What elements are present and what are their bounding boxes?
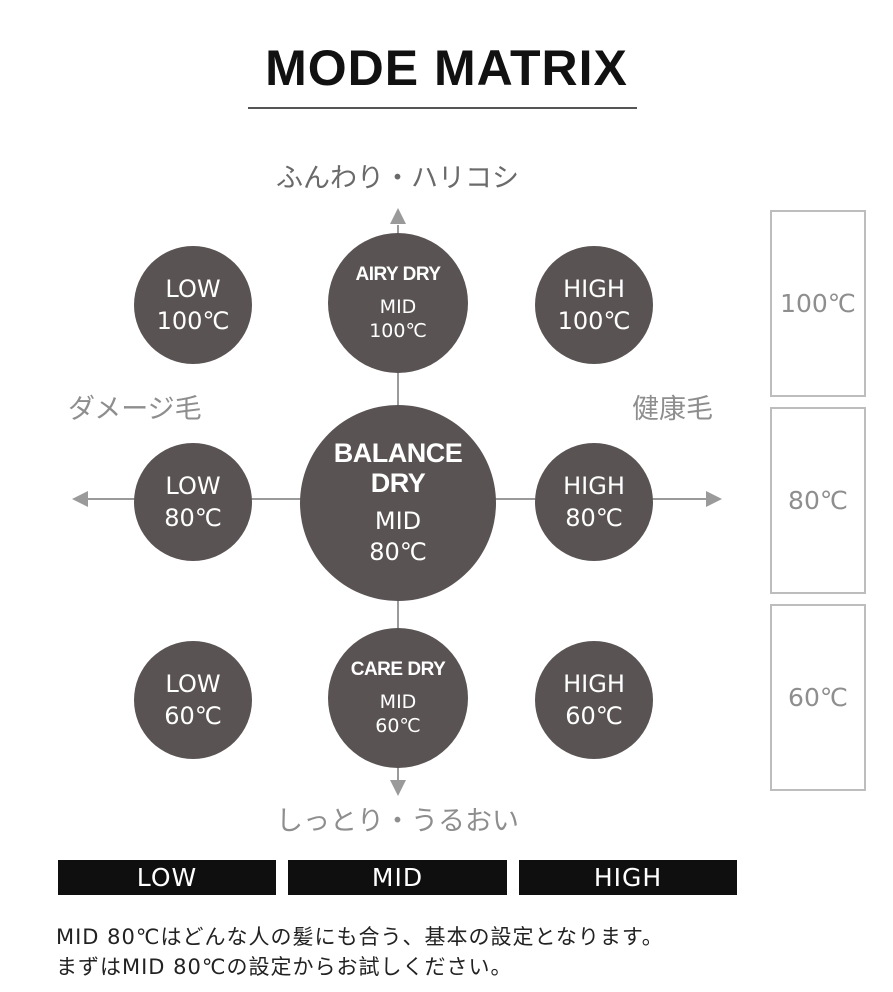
arrow-left-icon [72,491,88,507]
mode-temp: 80℃ [164,504,222,532]
mode-temp: 60℃ [164,702,222,730]
mode-high-60: HIGH 60℃ [535,641,653,759]
axis-label-top: ふんわり・ハリコシ [276,163,519,194]
mode-temp: 100℃ [369,320,427,342]
mode-level: HIGH [563,670,625,698]
mode-care-dry: CARE DRY MID 60℃ [328,628,468,768]
note-line-1: MID 80℃はどんな人の髪にも合う、基本の設定となります。 [56,925,664,949]
arrow-up-icon [390,208,406,224]
level-bar-low: LOW [58,860,276,895]
mode-temp: 100℃ [156,307,230,335]
page-title: MODE MATRIX [265,40,628,96]
mode-level: HIGH [563,472,625,500]
mode-level: MID [379,691,417,713]
mode-temp: 80℃ [369,538,427,566]
mode-temp: 100℃ [557,307,631,335]
mode-level: MID [374,507,422,535]
mode-temp: 60℃ [375,715,421,737]
mode-level: HIGH [563,275,625,303]
level-bar-mid: MID [288,860,507,895]
level-bar-high: HIGH [519,860,737,895]
temp-box-60: 60℃ [770,604,866,791]
mode-low-100: LOW 100℃ [134,246,252,364]
mode-low-60: LOW 60℃ [134,641,252,759]
mode-low-80: LOW 80℃ [134,443,252,561]
mode-high-100: HIGH 100℃ [535,246,653,364]
axis-label-right: 健康毛 [632,394,713,425]
mode-level: LOW [165,275,221,303]
axis-label-bottom: しっとり・うるおい [276,806,519,837]
temp-box-80: 80℃ [770,407,866,594]
note-line-2: まずはMID 80℃の設定からお試しください。 [56,955,513,979]
arrow-right-icon [706,491,722,507]
temp-box-100: 100℃ [770,210,866,397]
mode-level: LOW [165,472,221,500]
mode-name: CARE DRY [350,659,446,680]
mode-temp: 60℃ [565,702,623,730]
axis-label-left: ダメージ毛 [68,394,202,425]
mode-name: AIRY DRY [355,264,441,285]
arrow-down-icon [390,780,406,796]
mode-high-80: HIGH 80℃ [535,443,653,561]
title-underline [248,107,637,109]
mode-airy-dry: AIRY DRY MID 100℃ [328,233,468,373]
mode-level: MID [379,296,417,318]
mode-balance-dry: BALANCE DRY MID 80℃ [300,405,496,601]
mode-name: BALANCE DRY [333,438,463,498]
mode-temp: 80℃ [565,504,623,532]
mode-level: LOW [165,670,221,698]
